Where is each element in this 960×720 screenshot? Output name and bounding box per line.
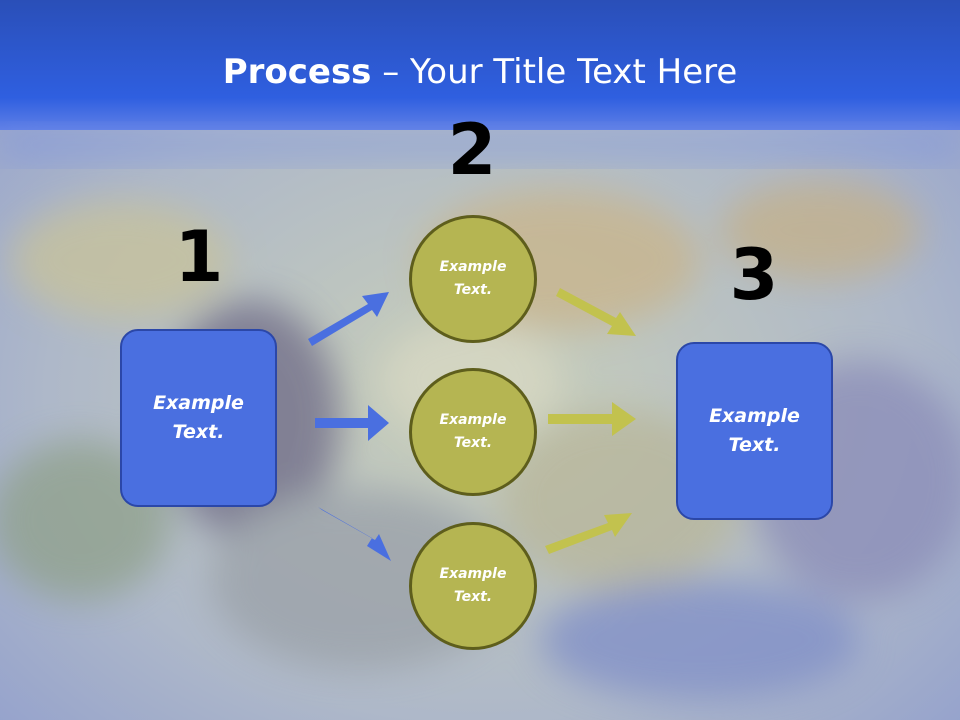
left-process-box: Example Text. (120, 329, 277, 507)
left-box-line2: Text. (172, 421, 225, 443)
bottom-circle-node: Example Text. (409, 522, 537, 650)
top-circle-node: Example Text. (409, 215, 537, 343)
left-box-line1: Example (153, 392, 244, 414)
step-number-3: 3 (729, 234, 779, 316)
title-rest: – Your Title Text Here (371, 52, 738, 92)
blue-arrow-down (318, 507, 391, 561)
blue-arrow-up (308, 292, 389, 346)
step-number-2: 2 (447, 109, 497, 191)
bottom-circle-line2: Text. (453, 589, 493, 605)
olive-arrow-up (545, 513, 632, 554)
page-title: Process – Your Title Text Here (0, 52, 960, 92)
step-number-1: 1 (174, 216, 224, 298)
middle-circle-line1: Example (439, 412, 507, 428)
right-process-box: Example Text. (676, 342, 833, 520)
right-box-line1: Example (709, 405, 800, 427)
blue-arrow-straight (315, 405, 389, 441)
bottom-circle-line1: Example (439, 566, 507, 582)
right-box-line2: Text. (728, 434, 781, 456)
top-circle-line2: Text. (453, 282, 493, 298)
olive-arrow-down (556, 288, 636, 336)
top-circle-line1: Example (439, 259, 507, 275)
middle-circle-node: Example Text. (409, 368, 537, 496)
middle-circle-line2: Text. (453, 435, 493, 451)
olive-arrow-straight (548, 402, 636, 436)
title-bold: Process (222, 52, 372, 92)
